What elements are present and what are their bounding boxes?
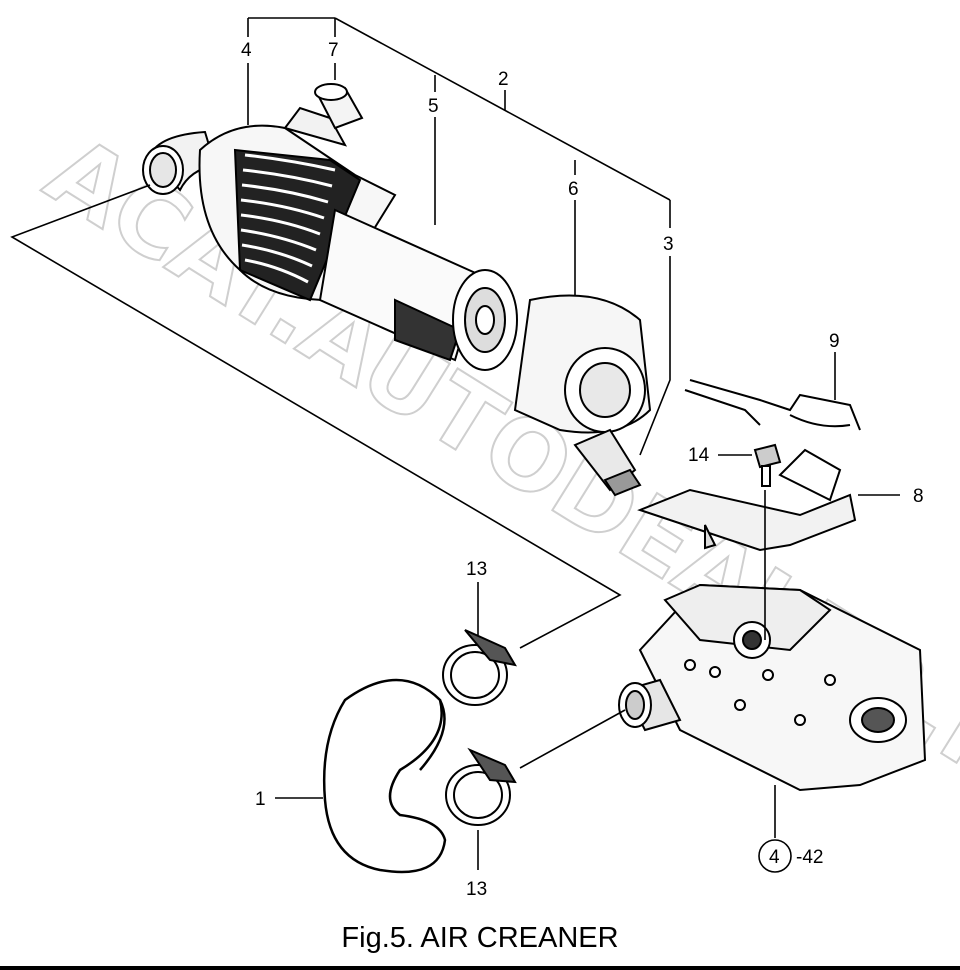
part-13-clamp-lower: [445, 747, 517, 826]
part-6-cover: [513, 294, 652, 434]
part-9-wire-clip: [684, 379, 861, 431]
callout-2: 2: [498, 69, 509, 90]
part-3-dust-valve: [573, 428, 642, 497]
callout-13-upper: 13: [466, 559, 487, 580]
intake-housing: [618, 583, 927, 792]
part-1-hose: [322, 678, 447, 874]
part-7-sleeve: [314, 83, 364, 130]
part-8-bracket: [637, 448, 857, 552]
callout-9: 9: [829, 331, 840, 352]
reference-suffix: -42: [796, 847, 823, 868]
part-13-clamp-upper: [442, 629, 517, 706]
bottom-border: [0, 966, 960, 970]
callout-5: 5: [428, 96, 439, 117]
callout-7: 7: [328, 40, 339, 61]
callout-3: 3: [663, 234, 674, 255]
callout-13-lower: 13: [466, 879, 487, 900]
reference-callout: 4 -42: [758, 839, 823, 873]
figure-caption: Fig.5. AIR CREANER: [341, 922, 619, 954]
part-5-filter-element: [318, 208, 518, 371]
callout-1: 1: [255, 789, 266, 810]
callout-8: 8: [913, 486, 924, 507]
leader-lines: [10, 17, 900, 870]
callout-14: 14: [688, 445, 710, 466]
part-14-bolt: [753, 443, 782, 487]
reference-circle-number: 4: [769, 847, 780, 868]
callout-6: 6: [568, 179, 579, 200]
callout-4: 4: [241, 40, 252, 61]
